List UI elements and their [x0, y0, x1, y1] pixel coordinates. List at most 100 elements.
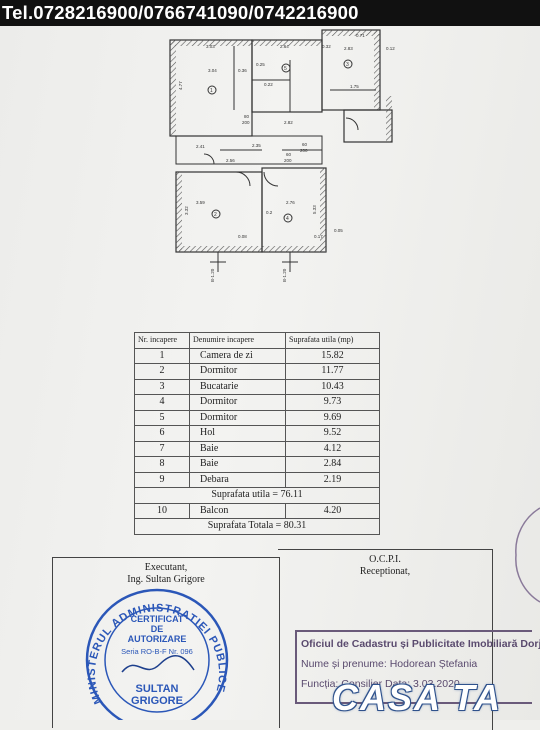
table-row: 7 Baie 4.12 [134, 440, 380, 457]
axis-label: B-1.20 [210, 268, 215, 282]
wall-hatch [386, 96, 392, 142]
cell-name: Baie [189, 440, 286, 457]
door-label: 200 [242, 120, 250, 125]
table-row: 3 Bucatarie 10.43 [134, 378, 380, 395]
side-stamp-ring [515, 507, 540, 603]
dim-label: 0.2 [266, 210, 273, 215]
stamp-line4: Seria RO-B-F Nr. 096 [121, 647, 193, 656]
cell-nr: 3 [134, 378, 190, 395]
wall-hatch [170, 40, 176, 136]
cell-area: 4.20 [285, 502, 380, 519]
dim-label: 2.76 [286, 200, 295, 205]
dim-label: 0.36 [238, 68, 247, 73]
dim-label: 2.83 [344, 46, 353, 51]
useful-total: Suprafata utila = 76.11 [134, 487, 380, 504]
authorization-stamp: MINISTERUL ADMINISTRATIEI PUBLICE CERTIF… [85, 588, 229, 720]
stamp-name2: GRIGORE [131, 695, 183, 707]
cell-area: 2.84 [285, 456, 380, 473]
table-row: 1 Camera de zi 15.82 [134, 347, 380, 364]
dim-label: 0.17 [314, 234, 323, 239]
ocpi-title: O.C.P.I. [369, 554, 401, 565]
dim-label: 5.33 [312, 205, 317, 214]
wall-hatch [322, 30, 380, 36]
cell-area: 4.12 [285, 440, 380, 457]
dim-label: 1.75 [350, 84, 359, 89]
executant-name: Ing. Sultan Grigore [127, 574, 205, 585]
table-header-row: Nr. incapere Denumire incapere Suprafata… [134, 332, 380, 349]
rooms-table-wrap: Nr. incapere Denumire incapere Suprafata… [134, 332, 380, 535]
room-marker: 1 [210, 88, 213, 94]
dim-label: 3.03 [206, 44, 215, 49]
stamp-line2: DE [151, 624, 164, 634]
partial-side-stamp [515, 507, 540, 603]
door-label: 60 [302, 142, 308, 147]
cell-area: 10.43 [285, 378, 380, 395]
cell-nr: 10 [134, 502, 190, 519]
signature-scribble [121, 654, 195, 673]
axis-label: B-1.20 [282, 268, 287, 282]
grand-total: Suprafata Totala = 80.31 [134, 518, 380, 535]
room-marker: 4 [286, 216, 289, 222]
room-marker: 3 [346, 62, 349, 68]
ocpi-box: O.C.P.I. Receptionat, [278, 549, 493, 730]
wall-hatch [252, 40, 322, 46]
dim-label: 3.04 [208, 68, 217, 73]
dim-label: 0.05 [334, 228, 343, 233]
dim-label: 4.77 [178, 81, 183, 90]
cell-nr: 9 [134, 471, 190, 488]
executant-title: Executant, [144, 562, 188, 573]
cell-name: Debara [189, 471, 286, 488]
stamp-inner-ring [104, 607, 210, 713]
dim-label: 0.71 [356, 33, 365, 38]
cell-nr: 5 [134, 409, 190, 426]
cell-area: 11.77 [285, 363, 380, 380]
wall-hatch [176, 246, 326, 252]
dim-label: 0.32 [322, 44, 331, 49]
cell-nr: 1 [134, 347, 190, 364]
stamp-outer-ring [85, 588, 229, 720]
room-marker-circle [281, 63, 291, 73]
useful-total-row: Suprafata utila = 76.11 [134, 487, 380, 504]
cell-nr: 6 [134, 425, 190, 442]
room-marker: 5 [284, 66, 287, 72]
door-label: 80 [244, 114, 250, 119]
rooms-table: Nr. incapere Denumire incapere Suprafata… [134, 332, 380, 535]
col-header-name: Denumire incapere [189, 332, 286, 349]
cell-area: 15.82 [285, 347, 380, 364]
signature-section: Executant, Ing. Sultan Grigore O.C.P.I. … [52, 549, 493, 730]
wall-hatch [374, 30, 380, 110]
dim-label: 2.41 [196, 144, 205, 149]
executant-box: Executant, Ing. Sultan Grigore [52, 557, 280, 728]
stamp-line1: CERTIFICAT [131, 614, 184, 624]
table-row: 2 Dormitor 11.77 [134, 363, 380, 380]
room-marker: 2 [214, 212, 217, 218]
dim-label: 0.12 [386, 46, 395, 51]
dim-label: 0.08 [238, 234, 247, 239]
ocpi-subtitle: Receptionat, [359, 566, 411, 577]
door-arc [203, 153, 215, 165]
cell-area: 2.19 [285, 471, 380, 488]
room-3-outline [321, 29, 381, 111]
table-row: 8 Baie 2.84 [134, 456, 380, 473]
dim-label: 2.56 [226, 158, 235, 163]
dim-label: 0.22 [264, 82, 273, 87]
dim-label: 3.32 [184, 206, 189, 215]
stamp-name1: SULTAN [136, 683, 179, 695]
cell-area: 9.52 [285, 425, 380, 442]
stamp-line3: AUTORIZARE [128, 634, 187, 644]
table-row: 5 Dormitor 9.69 [134, 409, 380, 426]
cell-nr: 2 [134, 363, 190, 380]
col-header-nr: Nr. incapere [134, 332, 190, 349]
wall-hatch [176, 172, 182, 252]
ocpi-stamp-office: Oficiul de Cadastru și Publicitate Imobi… [301, 638, 540, 650]
wall-hatch [320, 168, 326, 252]
cell-area: 9.69 [285, 409, 380, 426]
room-marker-circle [207, 85, 217, 95]
ocpi-stamp-function: Funcția: Consilier Data: 3.03.2020 [301, 678, 460, 690]
balcony-row: 10 Balcon 4.20 [134, 502, 380, 519]
cell-name: Dormitor [189, 363, 286, 380]
door-label: 200 [284, 158, 292, 163]
ocpi-stamp: Oficiul de Cadastru și Publicitate Imobi… [295, 630, 540, 704]
dim-label: 2.35 [252, 143, 261, 148]
door-arc [235, 171, 251, 187]
